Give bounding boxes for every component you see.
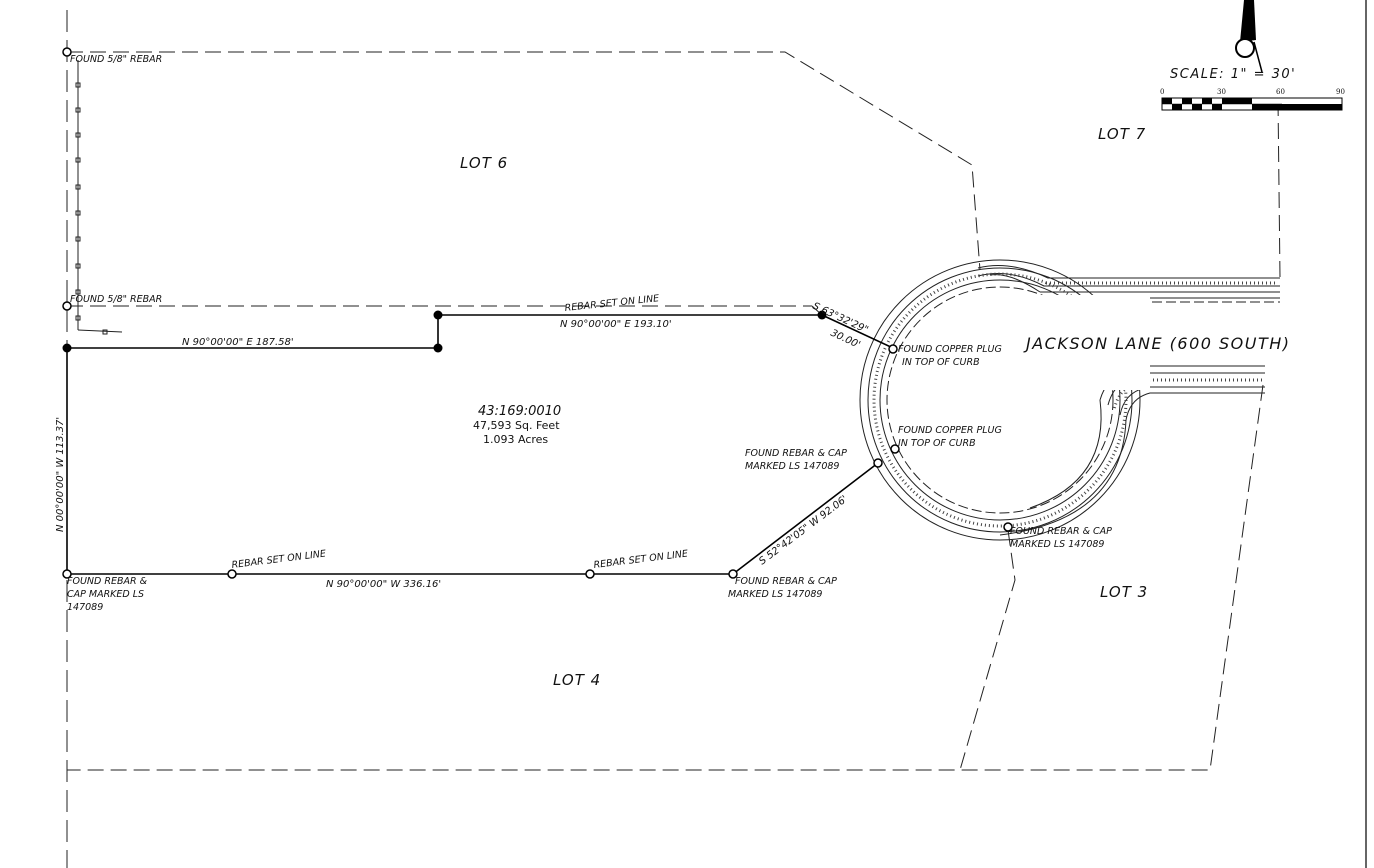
set-monument [817,310,827,320]
parcel-id: 43:169:0010 [478,404,561,419]
monument-note: FOUND REBAR & [67,576,147,587]
monument-note: MARKED LS 147089 [1010,539,1104,550]
scale-title: SCALE: 1" = 30' [1170,67,1296,82]
scale-tick: 90 [1336,88,1345,96]
rebar-monument [1003,522,1013,532]
monument-note: CAP MARKED LS [67,589,144,600]
lot-label: LOT 4 [553,671,601,689]
monument-note: FOUND REBAR & CAP [745,448,847,459]
monument-note: MARKED LS 147089 [728,589,822,600]
monument-note: FOUND 5/8" REBAR [70,294,162,305]
road-label: JACKSON LANE (600 SOUTH) [1023,334,1291,353]
bearing-label: N 90°00'00" E 187.58' [182,337,294,348]
monument-note: FOUND REBAR & CAP [1010,526,1112,537]
rebar-monument [62,569,72,579]
monument-note: FOUND COPPER PLUG [898,344,1002,355]
rebar-monument [728,569,738,579]
monument-note: FOUND COPPER PLUG [898,425,1002,436]
parcel-area-sqft: 47,593 Sq. Feet [473,419,560,432]
lot3-lot4-divider [959,529,1016,771]
bearing-label: N 90°00'00" W 336.16' [326,579,441,590]
scale-bar: SCALE: 1" = 30' 0 30 60 90 [1160,67,1345,111]
monument-note: IN TOP OF CURB [898,438,976,449]
bearing-label: N 00°00'00" W 113.37' [55,417,66,532]
bearing-label: N 90°00'00" E 193.10' [560,319,672,330]
scale-tick: 60 [1276,88,1285,96]
scale-tick: 0 [1160,88,1164,96]
monument-note: FOUND 5/8" REBAR [70,54,162,65]
plug-monument [890,444,900,454]
monument-note: 147089 [67,602,103,613]
rebar-monument [62,47,72,57]
lot3-boundary [67,384,1264,771]
plug-monument [888,344,898,354]
lot-label: LOT 3 [1100,583,1148,601]
rebar-monument [62,301,72,311]
fence-line [75,60,123,335]
north-arrow-icon [1235,0,1263,73]
rebar-monument [585,569,595,579]
rebar-monument [227,569,237,579]
monuments [62,47,1013,579]
parcel-area-acres: 1.093 Acres [483,433,548,446]
bearing-label: S 52°42'05" W 92.06' [757,494,850,568]
monument-note: FOUND REBAR & CAP [735,576,837,587]
lot7-boundary [1277,99,1281,279]
lot-label: LOT 6 [460,154,508,172]
monument-note: REBAR SET ON LINE [564,293,660,314]
subject-parcel-boundary [66,305,894,575]
set-monument [433,343,443,353]
monument-note: REBAR SET ON LINE [231,548,327,570]
monument-note: REBAR SET ON LINE [593,548,689,570]
scale-tick: 30 [1217,88,1226,96]
rebar-monument [873,458,883,468]
set-monument [62,343,72,353]
set-monument [433,310,443,320]
monument-note: IN TOP OF CURB [902,357,980,368]
jackson-lane-road [859,259,1280,541]
lot6-boundary [67,51,981,271]
lot-label: LOT 7 [1098,125,1146,143]
monument-note: MARKED LS 147089 [745,461,839,472]
